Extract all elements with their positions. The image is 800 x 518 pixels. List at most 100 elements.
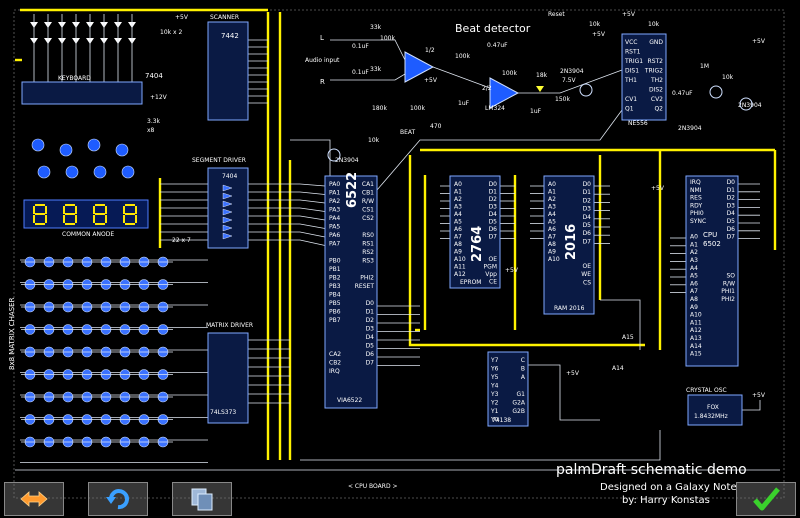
confirm-button[interactable] <box>736 482 796 516</box>
decoder-pin-label: Y0 <box>490 417 499 424</box>
seven-segment-bar <box>135 215 137 223</box>
transistor-icon <box>115 143 129 157</box>
swap-button[interactable] <box>4 482 64 516</box>
eprom-pin-label: A11 <box>454 264 466 271</box>
cpu-pin-label: A2 <box>690 249 698 256</box>
cpu-pin-label: NMI <box>690 187 702 194</box>
cpu-pin-label: A9 <box>690 304 698 311</box>
decoder-pin-label: G1 <box>517 391 526 398</box>
wire <box>248 207 326 212</box>
wire <box>376 109 623 191</box>
via-pin-label: D5 <box>366 343 375 350</box>
demo-subtitle: Designed on a Galaxy Note <box>600 482 737 493</box>
inverter-icon <box>222 200 233 208</box>
demo-author: by: Harry Konstas <box>622 495 710 506</box>
ne556-pin-label: CV1 <box>625 96 637 103</box>
seven-segment-bar <box>65 223 75 225</box>
ram-pin-label: A10 <box>548 256 560 263</box>
via-pin-label: PB5 <box>329 300 341 307</box>
eprom-pin-label: Vpp <box>485 271 497 278</box>
r10k-d-label: 10k <box>368 137 380 144</box>
inverter-icon <box>222 224 233 232</box>
via-pin-label: RS3 <box>362 258 374 265</box>
seven-segment-bar <box>65 204 75 206</box>
cpu-pin-label: A5 <box>690 273 698 280</box>
r33k-bottom-label: 33k <box>370 66 382 73</box>
ram-pin-label: A9 <box>548 249 556 256</box>
ram-number-label: 2016 <box>564 224 579 260</box>
eprom-pin-label: D1 <box>489 189 498 196</box>
matrix-driver: MATRIX DRIVER 74LS373 <box>206 322 253 424</box>
ram-pin-label: D7 <box>583 238 592 245</box>
via-pin-label: PB1 <box>329 266 341 273</box>
r100k-a-label: 100k <box>380 35 395 42</box>
ne556-pin-label: DIS1 <box>625 68 639 75</box>
seven-segment-bar <box>33 206 35 214</box>
via-pin-label: RS1 <box>362 241 374 248</box>
cpu-pin-label: D7 <box>727 234 736 241</box>
cap-1uf-a-label: 1uF <box>458 100 470 107</box>
beat-led-label: BEAT <box>400 129 416 136</box>
ne556-pin-label: GND <box>649 39 663 46</box>
decoder-pin-label: C <box>521 357 525 364</box>
wire <box>528 364 600 421</box>
via-pin-label: PA4 <box>329 215 340 222</box>
check-icon <box>753 487 780 511</box>
eprom-pin-label: A8 <box>454 241 462 248</box>
via-pin-label: PA0 <box>329 181 340 188</box>
ram-pin-label: A8 <box>548 241 556 248</box>
inverter-icon <box>222 192 233 200</box>
wire <box>290 139 331 176</box>
via-pin-label: IRQ <box>329 368 340 375</box>
cpu-pin-label: A15 <box>690 351 702 358</box>
seven-segment-bar <box>45 206 47 214</box>
via-pin-label: PA5 <box>329 224 340 231</box>
seven-segment-displays: COMMON ANODE 22 x 7 <box>23 199 191 244</box>
scanner-5v-label: +5V <box>175 14 189 21</box>
cpu-pin-label: IRQ <box>690 179 701 186</box>
common-anode-label: COMMON ANODE <box>62 231 114 238</box>
eprom-pin-label: A1 <box>454 189 462 196</box>
ram-pin-label: A2 <box>548 196 556 203</box>
via-pin-label: PHI2 <box>360 275 374 282</box>
x8-label: x8 <box>147 127 155 134</box>
seven-segment-bar <box>93 206 95 214</box>
eprom-pin-label: PGM <box>484 264 497 271</box>
eprom-pin-label: D5 <box>489 219 498 226</box>
decoder-pin-label: Y5 <box>490 374 499 381</box>
crystal-oscillator: CRYSTAL OSC FOX 1.8432MHz +5V <box>686 387 766 426</box>
chip-7442-label: 7442 <box>221 32 239 40</box>
copy-button[interactable] <box>172 482 232 516</box>
via-pin-label: D3 <box>366 326 375 333</box>
cpu-pin-label: D5 <box>727 218 736 225</box>
transistor-icon <box>65 165 79 179</box>
ram-pin-label: CS <box>583 279 591 286</box>
cap-1uf-b-label: 1uF <box>530 108 542 115</box>
ram-pin-label: A1 <box>548 189 556 196</box>
reset-label: Reset <box>548 11 565 18</box>
seven-segment-bar <box>105 206 107 214</box>
seven-segment-bar <box>95 223 105 225</box>
decoder-pin-label: G2B <box>512 408 525 415</box>
chip-7404-label: 7404 <box>145 72 163 80</box>
a14-label: A14 <box>612 365 624 372</box>
ram-pin-label: A6 <box>548 226 556 233</box>
seven-segment-bar <box>123 215 125 223</box>
board-border <box>13 9 785 499</box>
rotate-button[interactable] <box>88 482 148 516</box>
via-pin-label: CS1 <box>362 207 374 214</box>
ne556-pin-label: Q2 <box>654 106 663 113</box>
wiring <box>15 39 780 471</box>
decoder-label: 74138 <box>492 417 511 424</box>
cpu-pin-label: A4 <box>690 265 698 272</box>
via-pin-label: PA3 <box>329 207 340 214</box>
via-pin-label: CS2 <box>362 215 374 222</box>
wire <box>432 66 491 89</box>
transistor-b-label: 2N3904 <box>335 157 359 164</box>
ne556-pin-label: Q1 <box>625 106 634 113</box>
cpu-pin-label: D0 <box>727 179 736 186</box>
transistor-icon <box>31 138 45 152</box>
cpu-pin-label: RDY <box>690 202 702 209</box>
